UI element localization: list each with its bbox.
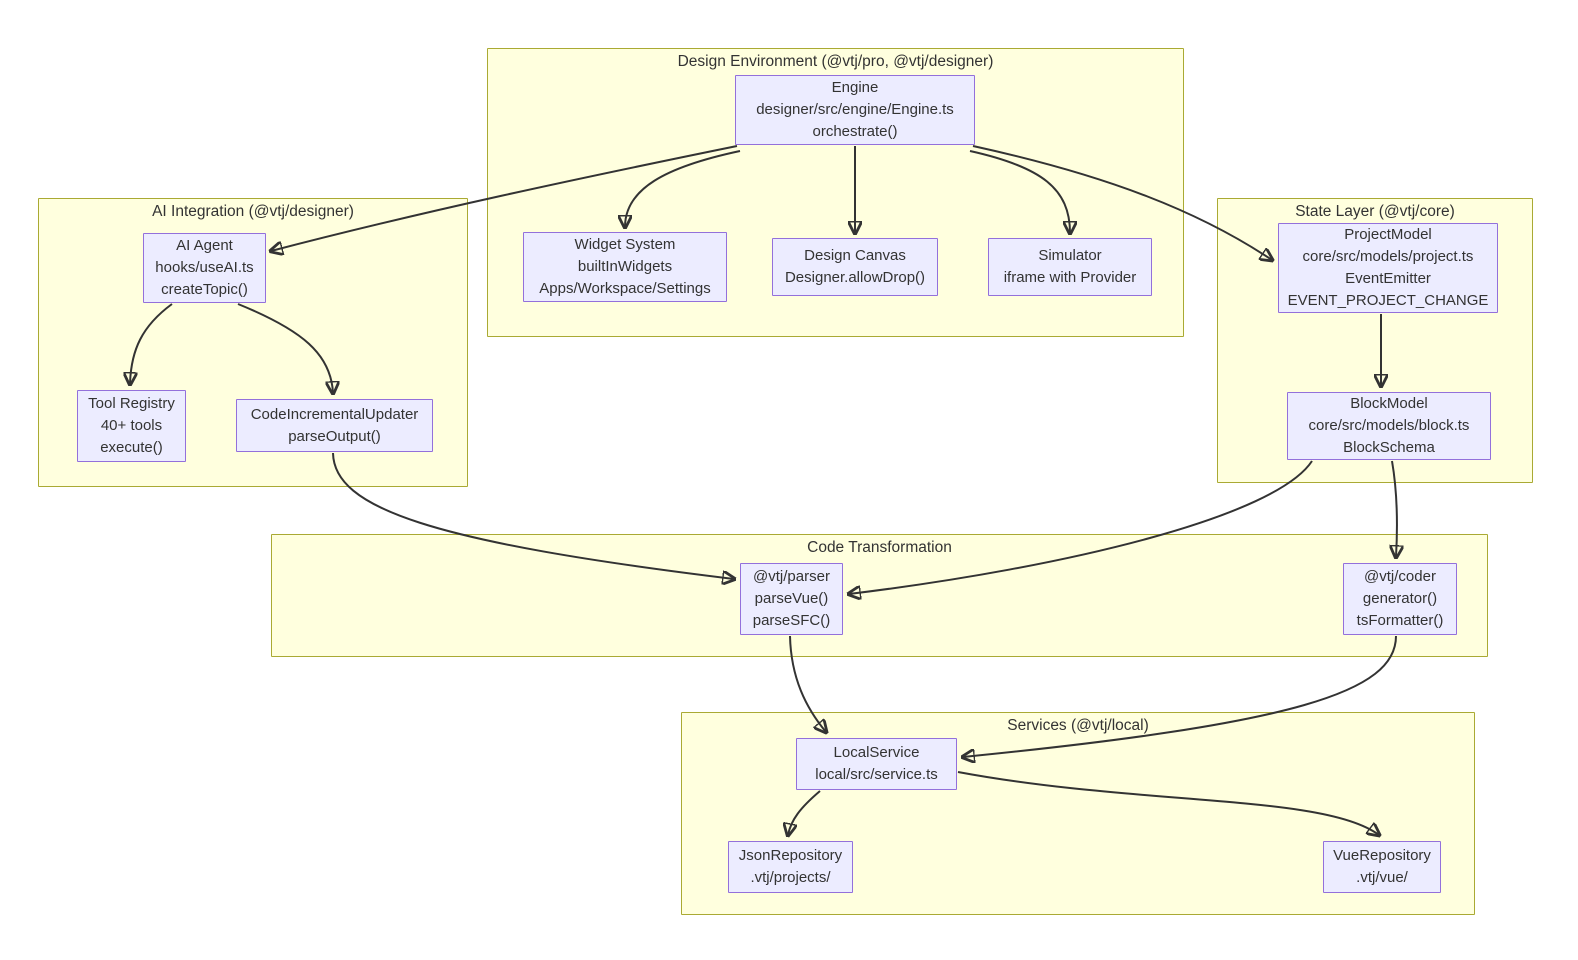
node-block-model-label: BlockModel core/src/models/block.ts Bloc… bbox=[1308, 395, 1470, 456]
edge-ai-agent-tool-registry bbox=[130, 303, 173, 384]
node-coder-label: @vtj/coder generator() tsFormatter() bbox=[1356, 568, 1444, 629]
node-simulator-label: Simulator iframe with Provider bbox=[1003, 247, 1137, 286]
cluster-code-transformation-title: Code Transformation bbox=[807, 539, 952, 556]
node-simulator: Simulator iframe with Provider bbox=[988, 238, 1152, 296]
node-ai-agent: AI Agent hooks/useAI.ts createTopic() bbox=[143, 233, 266, 303]
node-widget-system: Widget System builtInWidgets Apps/Worksp… bbox=[523, 232, 727, 302]
node-tool-registry: Tool Registry 40+ tools execute() bbox=[77, 390, 186, 462]
node-project-model: ProjectModel core/src/models/project.ts … bbox=[1278, 223, 1498, 313]
edge-local-service-json-repository bbox=[788, 790, 821, 835]
node-block-model: BlockModel core/src/models/block.ts Bloc… bbox=[1287, 392, 1491, 460]
edge-parser-local-service bbox=[789, 635, 826, 732]
node-json-repository-label: JsonRepository .vtj/projects/ bbox=[738, 847, 843, 886]
node-parser-label: @vtj/parser parseVue() parseSFC() bbox=[752, 568, 831, 629]
cluster-state-layer-title: State Layer (@vtj/core) bbox=[1295, 203, 1455, 220]
edge-coder-local-service bbox=[963, 635, 1397, 757]
cluster-code-transformation: Code Transformation bbox=[271, 534, 1488, 657]
edge-engine-ai-agent bbox=[271, 145, 738, 251]
edge-engine-widget-system bbox=[625, 150, 741, 227]
node-code-incremental-updater: CodeIncrementalUpdater parseOutput() bbox=[236, 399, 433, 452]
edge-block-model-parser bbox=[849, 460, 1313, 594]
node-parser: @vtj/parser parseVue() parseSFC() bbox=[740, 563, 843, 635]
edge-code-incremental-updater-parser bbox=[332, 452, 734, 579]
node-engine: Engine designer/src/engine/Engine.ts orc… bbox=[735, 75, 975, 145]
node-project-model-label: ProjectModel core/src/models/project.ts … bbox=[1287, 226, 1489, 309]
node-local-service: LocalService local/src/service.ts bbox=[796, 738, 957, 790]
node-engine-label: Engine designer/src/engine/Engine.ts orc… bbox=[756, 79, 954, 140]
node-design-canvas: Design Canvas Designer.allowDrop() bbox=[772, 238, 938, 296]
edge-block-model-coder bbox=[1392, 460, 1397, 557]
node-coder: @vtj/coder generator() tsFormatter() bbox=[1343, 563, 1457, 635]
node-design-canvas-label: Design Canvas Designer.allowDrop() bbox=[784, 247, 926, 286]
edge-ai-agent-code-incremental-updater bbox=[237, 303, 333, 393]
node-tool-registry-label: Tool Registry 40+ tools execute() bbox=[88, 395, 175, 456]
node-vue-repository: VueRepository .vtj/vue/ bbox=[1323, 841, 1441, 893]
cluster-ai-integration-title: AI Integration (@vtj/designer) bbox=[152, 203, 354, 220]
cluster-design-environment-title: Design Environment (@vtj/pro, @vtj/desig… bbox=[677, 53, 994, 70]
cluster-services-title: Services (@vtj/local) bbox=[1007, 717, 1149, 734]
node-ai-agent-label: AI Agent hooks/useAI.ts createTopic() bbox=[155, 237, 254, 298]
node-json-repository: JsonRepository .vtj/projects/ bbox=[728, 841, 853, 893]
edge-local-service-vue-repository bbox=[957, 771, 1379, 835]
node-vue-repository-label: VueRepository .vtj/vue/ bbox=[1333, 847, 1431, 886]
node-code-incremental-updater-label: CodeIncrementalUpdater parseOutput() bbox=[250, 405, 419, 445]
node-widget-system-label: Widget System builtInWidgets Apps/Worksp… bbox=[539, 236, 711, 297]
edge-engine-simulator bbox=[969, 150, 1070, 233]
node-local-service-label: LocalService local/src/service.ts bbox=[815, 744, 938, 783]
edge-engine-project-model bbox=[972, 145, 1272, 260]
